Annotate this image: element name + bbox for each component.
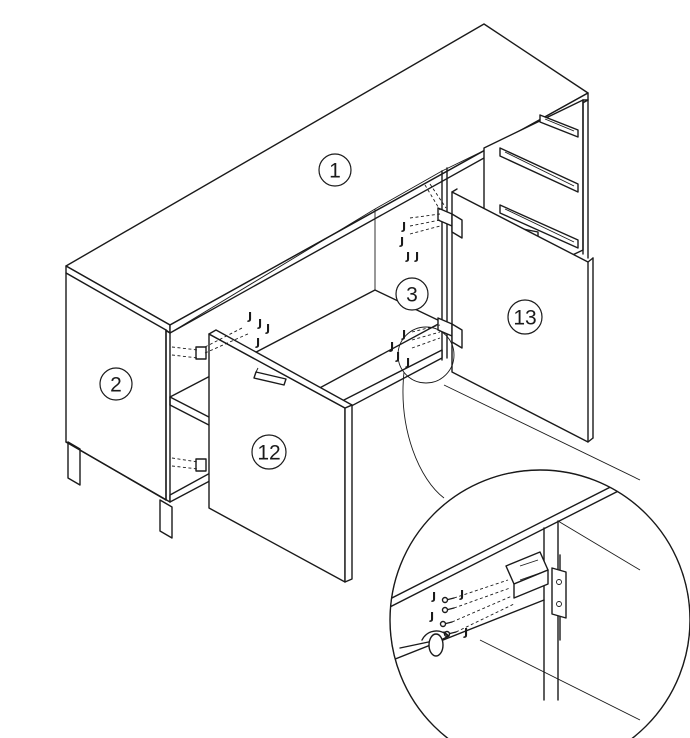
hinge-right-lower	[411, 317, 463, 349]
screw-label: J	[389, 340, 394, 353]
screwdriver-icon	[399, 630, 450, 657]
detail-callout	[397, 326, 641, 499]
screw-label: J	[265, 322, 270, 335]
part-label-3: 3	[395, 277, 429, 311]
part-label-12: 12	[251, 434, 287, 470]
part-label-2: 2	[99, 367, 133, 401]
screw-labels-right-lower: J J J J	[389, 328, 410, 369]
screw-label: J	[463, 626, 468, 639]
hinge-left-lower	[171, 457, 207, 472]
part-label-1: 1	[318, 153, 352, 187]
part-number: 12	[257, 442, 280, 465]
part-number: 1	[329, 160, 341, 183]
hinge-right-upper	[409, 183, 463, 239]
screw-label: J	[459, 588, 464, 601]
screw-labels-left-upper: J J J J	[247, 310, 270, 349]
screw-label: J	[401, 328, 406, 341]
screw-labels-right-upper: J J J J	[399, 220, 419, 263]
detail-view	[389, 469, 690, 738]
part-number: 2	[110, 374, 122, 397]
hinge-left-upper	[171, 326, 251, 360]
screw-label: J	[255, 336, 260, 349]
screw-label: J	[401, 220, 406, 233]
screw-label: J	[395, 350, 400, 363]
part-label-13: 13	[507, 299, 543, 335]
screw-labels-detail: J J J J	[429, 588, 468, 639]
part-number: 3	[406, 284, 418, 307]
screw-label: J	[414, 250, 419, 263]
screw-label: J	[405, 356, 410, 369]
screw-label: J	[405, 250, 410, 263]
screw-label: J	[429, 610, 434, 623]
screw-label: J	[399, 235, 404, 248]
screw-label: J	[431, 590, 436, 603]
screw-label: J	[257, 317, 262, 330]
screw-label: J	[247, 310, 252, 323]
part-number: 13	[513, 307, 536, 330]
